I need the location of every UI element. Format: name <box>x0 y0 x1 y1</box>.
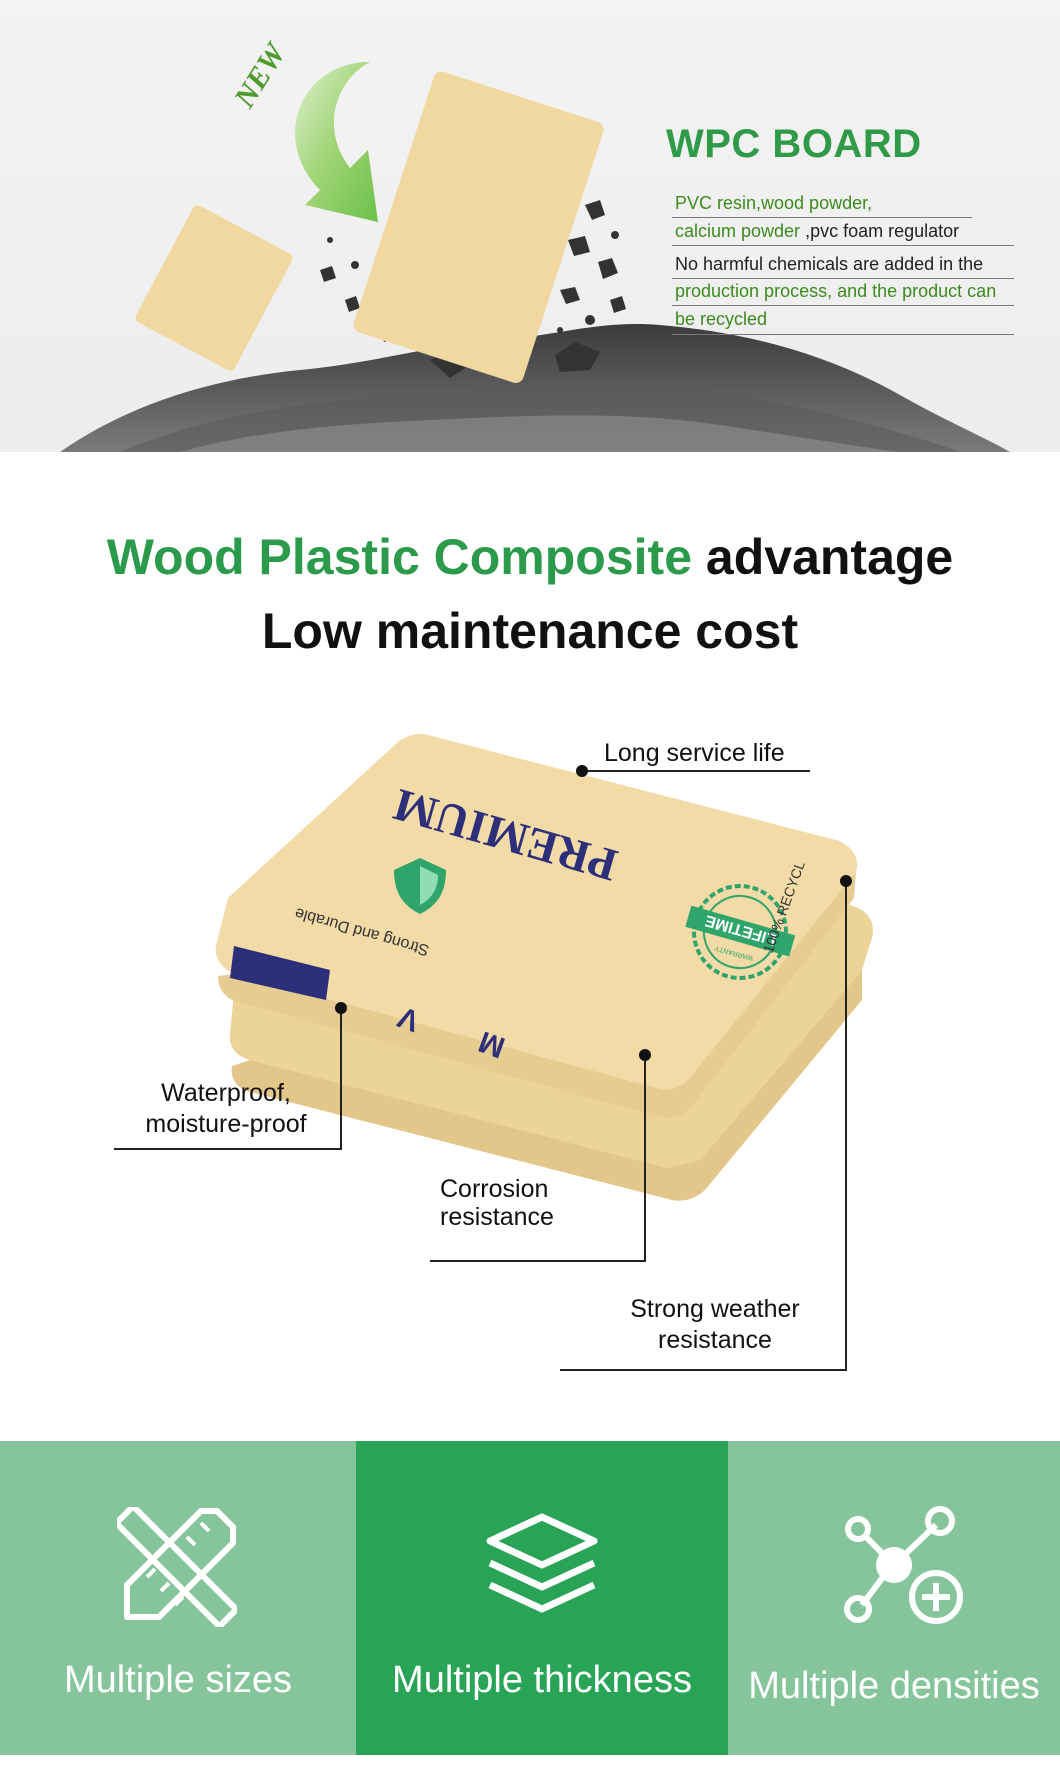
new-arrow <box>295 62 378 222</box>
hero-illustration <box>60 62 1010 452</box>
callout-corrosion: Corrosion resistance <box>440 1175 554 1231</box>
spec-rule <box>672 245 1014 246</box>
callout-dot <box>576 765 588 777</box>
ruler-pencil-icon <box>117 1507 237 1627</box>
spec-rule <box>672 278 1014 279</box>
spec-line-1: PVC resin,wood powder, <box>675 193 873 213</box>
callout-weather: Strong weather resistance <box>630 1295 800 1354</box>
feature-densities-label: Multiple densities <box>748 1665 1040 1707</box>
layers-icon <box>486 1513 598 1613</box>
callout-dot <box>639 1049 651 1061</box>
callout-dot <box>840 875 852 887</box>
advantage-subheading: Low maintenance cost <box>261 603 799 659</box>
leader-waterproof <box>114 1008 342 1150</box>
spec-line-4: production process, and the product can <box>675 281 997 301</box>
feature-sizes: Multiple sizes <box>0 1441 356 1755</box>
molecule-plus-icon <box>844 1506 963 1624</box>
product-title: WPC BOARD <box>666 122 922 166</box>
advantage-heading: Wood Plastic Composite advantage <box>106 529 954 585</box>
spec-line-3: No harmful chemicals are added in the <box>675 254 984 274</box>
feature-densities: Multiple densities <box>728 1441 1060 1755</box>
shield-icon <box>394 858 446 914</box>
small-board <box>135 205 293 371</box>
spec-rule <box>672 217 972 218</box>
spec-line-2: calcium powder ,pvc foam regulator <box>675 221 960 241</box>
callout-service-life: Long service life <box>604 739 785 767</box>
board-illustration: V M PREMIUM Strong and Durable LIFETIME … <box>114 734 874 1371</box>
leader-corrosion <box>430 1055 646 1262</box>
large-board <box>353 71 604 383</box>
callout-waterproof: Waterproof, moisture-proof <box>145 1079 307 1138</box>
upper-board <box>215 734 858 1090</box>
rock-debris <box>320 200 626 378</box>
hero-banner: NEW WPC BOARD PVC resin,wood powder, cal… <box>0 0 1060 452</box>
feature-thickness-label: Multiple thickness <box>392 1659 692 1701</box>
leader-weather <box>560 881 847 1371</box>
feature-sizes-label: Multiple sizes <box>63 1659 293 1701</box>
spec-line-5: be recycled <box>675 309 768 329</box>
board-diagram: V M PREMIUM Strong and Durable LIFETIME … <box>0 700 1060 1380</box>
spec-rule <box>672 305 1014 306</box>
callout-dot <box>335 1002 347 1014</box>
feature-thickness: Multiple thickness <box>356 1441 728 1755</box>
spec-rule <box>672 334 1014 335</box>
